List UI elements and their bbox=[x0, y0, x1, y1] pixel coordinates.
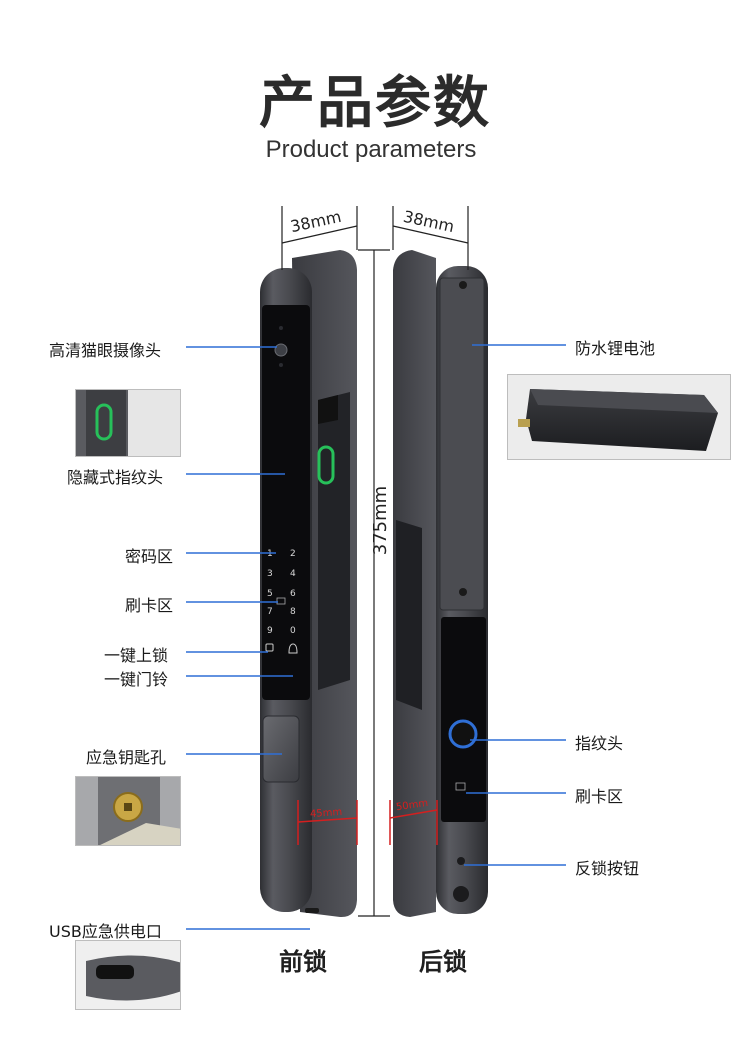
front-handle-width-label: 45mm bbox=[309, 806, 343, 821]
callout-back-card: 刷卡区 bbox=[575, 787, 624, 806]
key-1: 1 bbox=[267, 549, 273, 559]
key-3: 3 bbox=[267, 569, 273, 579]
callout-key-hole: 应急钥匙孔 bbox=[86, 748, 167, 767]
keyhole-detail-thumb bbox=[75, 776, 181, 846]
callout-keypad: 密码区 bbox=[125, 547, 174, 566]
callout-camera: 高清猫眼摄像头 bbox=[49, 341, 162, 360]
key-7: 7 bbox=[267, 607, 273, 617]
key-5: 5 bbox=[267, 589, 273, 599]
callout-usb: USB应急供电口 bbox=[49, 922, 162, 941]
usb-port-icon bbox=[305, 908, 319, 913]
usb-detail-thumb bbox=[75, 940, 181, 1010]
callout-card: 刷卡区 bbox=[125, 596, 174, 615]
padlock-icon bbox=[265, 643, 274, 652]
camera-lens-icon bbox=[274, 343, 288, 357]
key-9: 9 bbox=[267, 626, 273, 636]
callout-one-key-lock: 一键上锁 bbox=[104, 646, 169, 665]
width-dimensions bbox=[281, 206, 469, 917]
bell-icon bbox=[288, 643, 298, 654]
callout-back-fingerprint: 指纹头 bbox=[575, 734, 624, 753]
key-4: 4 bbox=[290, 569, 296, 579]
battery-thumb bbox=[507, 374, 731, 460]
key-8: 8 bbox=[290, 607, 296, 617]
back-card-icon bbox=[455, 782, 466, 791]
page-title: 产品参数 bbox=[259, 71, 491, 136]
key-6: 6 bbox=[290, 589, 296, 599]
back-lock-label: 后锁 bbox=[419, 948, 467, 976]
usb-port-icon bbox=[96, 965, 134, 979]
fingerprint-ring-icon bbox=[317, 445, 335, 485]
fingerprint-ring-icon bbox=[95, 403, 113, 441]
height-label: 375mm bbox=[370, 485, 392, 556]
callout-doorbell: 一键门铃 bbox=[104, 670, 169, 689]
key-2: 2 bbox=[290, 549, 296, 559]
page-subtitle: Product parameters bbox=[265, 136, 477, 163]
card-icon bbox=[276, 597, 286, 605]
handle-width-marks bbox=[297, 800, 438, 845]
key-0: 0 bbox=[290, 626, 296, 636]
fingerprint-detail-thumb bbox=[75, 389, 181, 457]
back-lock bbox=[393, 250, 488, 917]
back-fingerprint-ring-icon bbox=[448, 719, 478, 749]
callout-fingerprint: 隐藏式指纹头 bbox=[67, 468, 164, 487]
front-lock-label: 前锁 bbox=[279, 948, 327, 976]
callout-battery: 防水锂电池 bbox=[575, 339, 656, 358]
keypad: 1 2 3 4 5 6 7 8 9 0 bbox=[267, 549, 296, 636]
callout-anti-lock: 反锁按钮 bbox=[575, 859, 640, 878]
callout-lines bbox=[186, 344, 566, 930]
